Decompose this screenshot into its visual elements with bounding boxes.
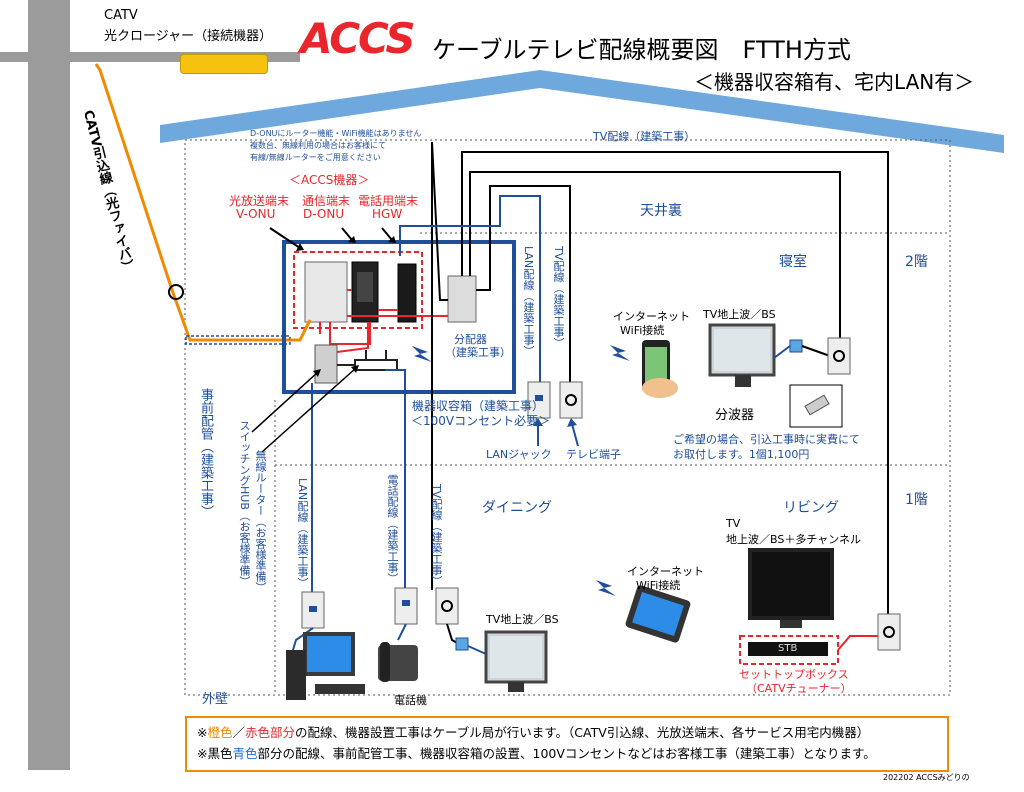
switching-hub-label: スイッチングHUB（お客様準備）	[238, 420, 251, 587]
tv-outlet-bedroom	[827, 337, 851, 375]
wave-splitter-note-2: お取付します。1個1,100円	[673, 448, 810, 461]
hgw-device	[397, 263, 417, 323]
internet-wifi-upper-2: WiFi接続	[620, 324, 665, 337]
tv-living-label-1: TV	[726, 517, 741, 530]
tv-outlet-dining	[435, 587, 459, 625]
stb-label-1: セットトップボックス	[739, 668, 849, 681]
note2-rest: 部分の配線、事前配管工事、機器収容箱の設置、100Vコンセントなどはお客様工事（…	[257, 746, 876, 761]
catv-drop-line	[94, 63, 290, 342]
stb-text: STB	[778, 643, 798, 654]
tv-wiring-bedroom	[461, 151, 889, 622]
notice-line1: D-ONUにルーター機能・WiFi機能はありません	[250, 129, 422, 138]
floor1-label: 1階	[905, 492, 928, 508]
notes-box: ※橙色／赤色部分の配線、機器設置工事はケーブル局が行います。（CATV引込線、光…	[185, 716, 949, 772]
hgw-label-1: 電話用端末	[358, 194, 419, 208]
pc-keyboard	[315, 684, 365, 694]
lan-wiring-upper	[399, 195, 541, 382]
tv-wiring-bedroom2	[469, 171, 841, 340]
attic-label: 天井裏	[640, 203, 682, 219]
note-line-2: ※黒色青色部分の配線、事前配管工事、機器収容箱の設置、100Vコンセントなどはお…	[197, 743, 876, 762]
conduit-label: 事前配管（建築工事）	[198, 388, 213, 518]
wireless-router	[354, 359, 398, 371]
splitter-device	[447, 275, 477, 323]
stb-label-2: （CATVチューナー）	[746, 682, 852, 695]
vonu-label-2: V-ONU	[236, 207, 276, 221]
tv-wiring-upper-label: TV配線（建築工事）	[552, 246, 565, 349]
pole-crossarm	[0, 52, 300, 62]
note1-prefix: ※	[197, 725, 208, 740]
tv-dining-label: TV地上波／BS	[486, 613, 559, 626]
wave-splitter-note-1: ご希望の場合、引込工事時に実費にて	[673, 433, 860, 446]
tv-bedroom-label: TV地上波／BS	[703, 308, 776, 321]
hgw-label-2: HGW	[372, 207, 403, 221]
phone-label: 電話機	[394, 694, 427, 707]
wifi-bolt-cabinet	[412, 346, 432, 362]
note2-prefix: ※黒色	[197, 746, 233, 761]
internet-wifi-upper-1: インターネット	[613, 310, 690, 323]
phone-wiring-label: 電話配線（建築工事）	[386, 474, 399, 584]
optical-closure	[180, 54, 268, 74]
utility-pole	[28, 0, 70, 770]
wifi-bolt-bedroom	[610, 345, 630, 361]
accs-device-group	[293, 251, 423, 329]
switching-hub	[314, 344, 338, 384]
accs-devices-label: ＜ACCS機器＞	[289, 173, 370, 187]
wireless-router-label: 無線ルーター（お客様準備）	[254, 450, 267, 593]
pc-tower	[286, 650, 306, 700]
splitter-label-2: （建築工事）	[445, 346, 511, 359]
donu-label-1: 通信端末	[302, 194, 351, 208]
closure-label-line2: 光クロージャー（接続機器）	[104, 29, 273, 44]
roof	[160, 70, 1004, 153]
tv-terminal-outlet	[559, 381, 583, 419]
note1-red: 赤色部分	[245, 725, 296, 740]
notice-line2: 複数台、無線利用の場合はお客様にて	[250, 141, 386, 150]
drop-clamp	[168, 284, 184, 300]
note1-orange: 橙色	[207, 725, 233, 740]
tv-outlet-living	[877, 613, 901, 651]
cabinet-label-1: 機器収容箱（建築工事）	[412, 399, 545, 413]
internet-wifi-lower-2: WiFi接続	[636, 579, 681, 592]
splitter-label-1: 分配器	[454, 333, 487, 346]
dining-label: ダイニング	[482, 500, 552, 516]
living-label: リビング	[783, 500, 839, 516]
v-onu-device	[304, 261, 348, 323]
tv-wiring-top-label: TV配線（建築工事）	[593, 130, 696, 143]
tv-wiring-lower-label: TV配線（建築工事）	[430, 484, 443, 587]
outer-wall-label: 外壁	[202, 692, 229, 707]
tv-terminal-label: テレビ端子	[566, 448, 621, 461]
page-title: ケーブルテレビ配線概要図 FTTH方式	[432, 36, 851, 64]
wifi-bolt-dining	[596, 580, 616, 596]
lan-wiring-lower-label: LAN配線（建築工事）	[296, 478, 309, 589]
tv-wiring-dining	[431, 141, 448, 590]
bedroom-label: 寝室	[779, 254, 807, 270]
cabinet-label-2: ＜100Vコンセント必要＞	[411, 414, 551, 428]
note2-blue: 青色	[232, 746, 258, 761]
footer-credit: 202202 ACCSみどりの	[883, 773, 970, 782]
vonu-label-1: 光放送端末	[229, 194, 290, 208]
accs-logo: ACCS	[300, 14, 416, 63]
page-subtitle: ＜機器収容箱有、宅内LAN有＞	[694, 70, 975, 94]
note1-slash: ／	[232, 725, 246, 740]
stb-device	[748, 642, 828, 656]
donu-label-2: D-ONU	[303, 207, 345, 221]
internet-wifi-lower-1: インターネット	[627, 565, 704, 578]
notice-line3: 有線/無線ルーターをご用意ください	[250, 153, 381, 162]
lan-wiring-upper-label: LAN配線（建築工事）	[522, 246, 535, 357]
wave-splitter-label: 分波器	[715, 408, 755, 423]
tv-wiring-upper	[476, 185, 571, 382]
tv-living-label-2: 地上波／BS＋多チャンネル	[726, 533, 862, 546]
note-line-1: ※橙色／赤色部分の配線、機器設置工事はケーブル局が行います。（CATV引込線、光…	[197, 722, 869, 741]
closure-label-line1: CATV	[104, 8, 138, 23]
phone-wiring	[385, 369, 406, 590]
lan-jack-label: LANジャック	[486, 448, 552, 461]
floor2-label: 2階	[905, 254, 928, 270]
note1-rest: の配線、機器設置工事はケーブル局が行います。（CATV引込線、光放送端末、各サー…	[295, 725, 870, 740]
